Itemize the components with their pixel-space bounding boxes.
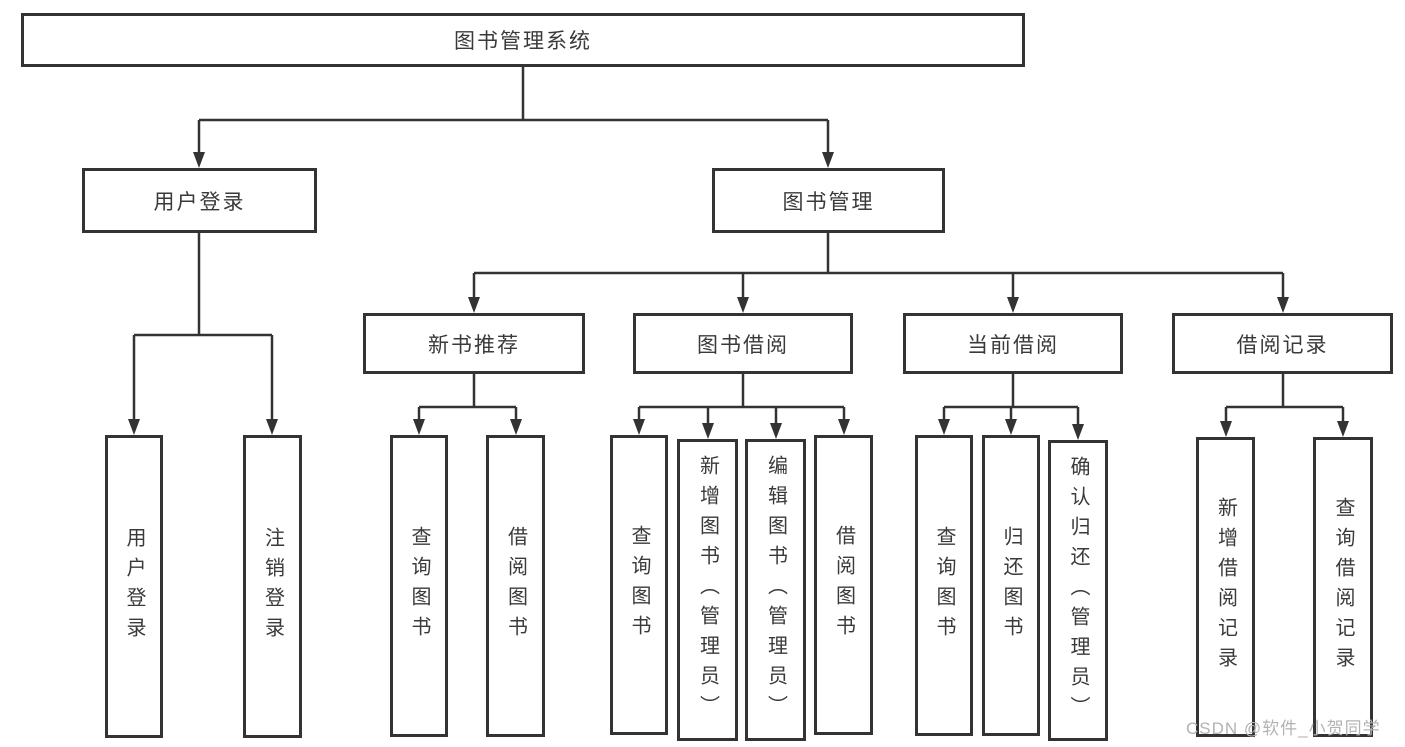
leaf-confirm-return-admin: 确认归还（管理员） bbox=[1048, 440, 1108, 741]
leaf-return-books: 归还图书 bbox=[982, 435, 1040, 736]
leaf-logout: 注销登录 bbox=[243, 435, 302, 738]
node-new-book-recommend: 新书推荐 bbox=[363, 313, 585, 374]
node-user-login: 用户登录 bbox=[82, 168, 317, 233]
node-borrow-records: 借阅记录 bbox=[1172, 313, 1393, 374]
node-book-borrow: 图书借阅 bbox=[633, 313, 853, 374]
leaf-add-books-admin: 新增图书（管理员） bbox=[677, 439, 738, 741]
node-book-management: 图书管理 bbox=[712, 168, 945, 233]
leaf-query-books-3: 查询图书 bbox=[915, 435, 973, 736]
node-root: 图书管理系统 bbox=[21, 13, 1025, 67]
leaf-borrow-books-2: 借阅图书 bbox=[814, 435, 873, 735]
leaf-query-books-1: 查询图书 bbox=[390, 435, 448, 737]
watermark: CSDN @软件_小贺同学 bbox=[1186, 719, 1381, 738]
leaf-query-books-2: 查询图书 bbox=[610, 435, 668, 735]
leaf-edit-books-admin: 编辑图书（管理员） bbox=[745, 439, 806, 741]
leaf-borrow-books-1: 借阅图书 bbox=[486, 435, 545, 737]
leaf-add-borrow-record: 新增借阅记录 bbox=[1196, 437, 1255, 737]
leaf-query-borrow-record: 查询借阅记录 bbox=[1313, 437, 1373, 737]
node-current-borrow: 当前借阅 bbox=[903, 313, 1123, 374]
leaf-user-login: 用户登录 bbox=[105, 435, 163, 738]
